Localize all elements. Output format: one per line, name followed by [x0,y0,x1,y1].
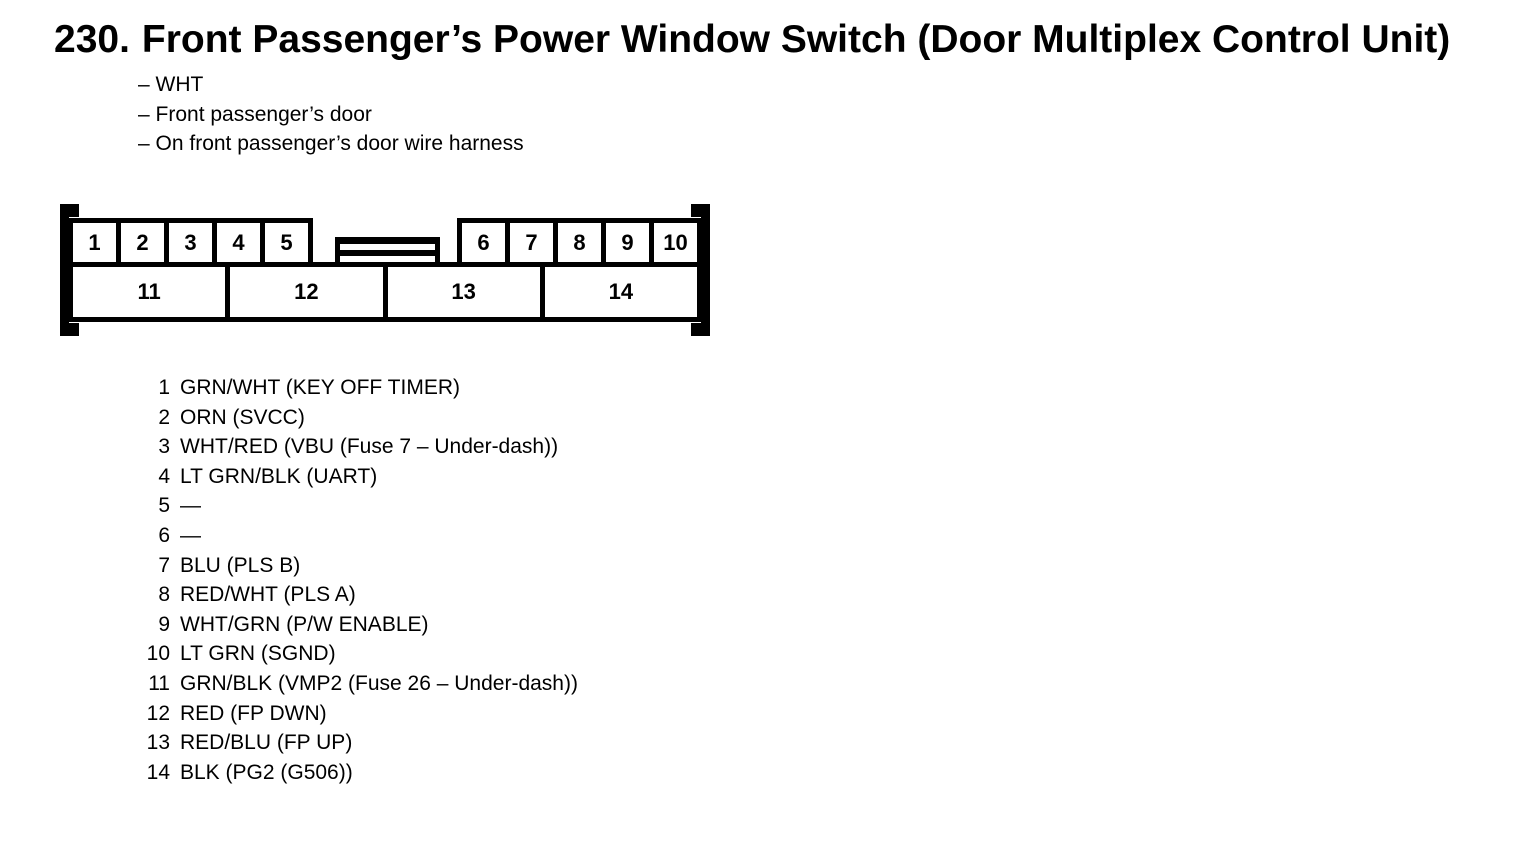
pin-number: 8 [158,583,170,607]
pin-number: 13 [146,731,170,755]
pin-number: 6 [158,523,170,547]
pin-description: WHT/GRN (P/W ENABLE) [180,612,429,636]
pin-description: ORN (SVCC) [180,405,305,429]
pin-row-12: 12 RED (FP DWN) [142,699,578,729]
connector-cavity-8: 8 [553,218,606,267]
pin-number: 14 [146,760,170,784]
figure-title: Front Passenger’s Power Window Switch (D… [141,18,1451,61]
figure-heading: 230. Front Passenger’s Power Window Swit… [54,18,1451,62]
connector-cavity-11: 11 [68,262,231,322]
connector-cavity-5: 5 [260,218,313,267]
pin-description: BLU (PLS B) [180,553,301,577]
pin-row-8: 8 RED/WHT (PLS A) [142,580,578,610]
pin-row-14: 14 BLK (PG2 (G506)) [142,758,578,788]
pin-row-5: 5— [142,491,578,521]
figure-number: 230. [54,18,130,61]
connector-key-tab [335,237,440,262]
pin-number: 9 [158,612,170,636]
connector-cavity-10: 10 [649,218,702,267]
connector-cavity-3: 3 [164,218,217,267]
note-line: – On front passenger’s door wire harness [138,132,524,155]
pin-row-1: 1 GRN/WHT (KEY OFF TIMER) [142,373,578,403]
pin-description: RED/WHT (PLS A) [180,583,356,607]
pin-number: 2 [158,405,170,429]
pin-description: LT GRN (SGND) [180,642,336,666]
pin-description: RED (FP DWN) [180,701,327,725]
pin-description: GRN/WHT (KEY OFF TIMER) [180,376,461,399]
pin-row-6: 6— [142,521,578,551]
pin-number: 7 [158,553,170,577]
pin-row-4: 4 LT GRN/BLK (UART) [142,462,578,492]
pin-row-9: 9 WHT/GRN (P/W ENABLE) [142,610,578,640]
connector-right-bracket [691,204,710,336]
connector-cavity-2: 2 [116,218,169,267]
pin-number: 3 [158,435,170,459]
connector-cavity-6: 6 [457,218,510,267]
pin-description: LT GRN/BLK (UART) [180,464,378,488]
pin-description: RED/BLU (FP UP) [180,731,353,755]
pin-description: — [180,494,201,518]
connector-notes: – WHT – Front passenger’s door – On front … [138,70,524,159]
pin-description: GRN/BLK (VMP2 (Fuse 26 – Under-dash)) [180,671,578,695]
pin-row-3: 3 WHT/RED (VBU (Fuse 7 – Under-dash)) [142,432,578,462]
pin-number: 12 [146,701,170,725]
pin-number: 11 [148,671,170,695]
connector-key-tab-slot-bottom [340,256,435,262]
pin-description: — [180,523,201,547]
connector-cavity-7: 7 [505,218,558,267]
pin-row-11: 11 GRN/BLK (VMP2 (Fuse 26 – Under-dash)) [142,669,578,699]
connector-left-bracket [60,204,79,336]
note-line: – WHT [138,73,204,96]
connector-cavity-1: 1 [68,218,121,267]
note-line: – Front passenger’s door [138,102,372,126]
connector-key-tab-slot-top [340,244,435,250]
pin-row-7: 7 BLU (PLS B) [142,551,578,581]
pin-number: 10 [146,642,170,666]
connector-cavity-4: 4 [212,218,265,267]
pin-number: 5 [158,494,170,518]
connector-cavity-14: 14 [539,262,702,322]
connector-cavity-12: 12 [225,262,388,322]
pin-row-10: 10 LT GRN (SGND) [142,639,578,669]
pin-number: 1 [158,376,170,399]
connector-cavity-9: 9 [601,218,654,267]
pin-row-13: 13 RED/BLU (FP UP) [142,728,578,758]
connector-cavity-13: 13 [382,262,545,322]
pin-description: BLK (PG2 (G506)) [180,760,353,784]
pin-row-2: 2 ORN (SVCC) [142,403,578,433]
pin-description: WHT/RED (VBU (Fuse 7 – Under-dash)) [180,435,559,459]
pin-number: 4 [158,464,170,488]
